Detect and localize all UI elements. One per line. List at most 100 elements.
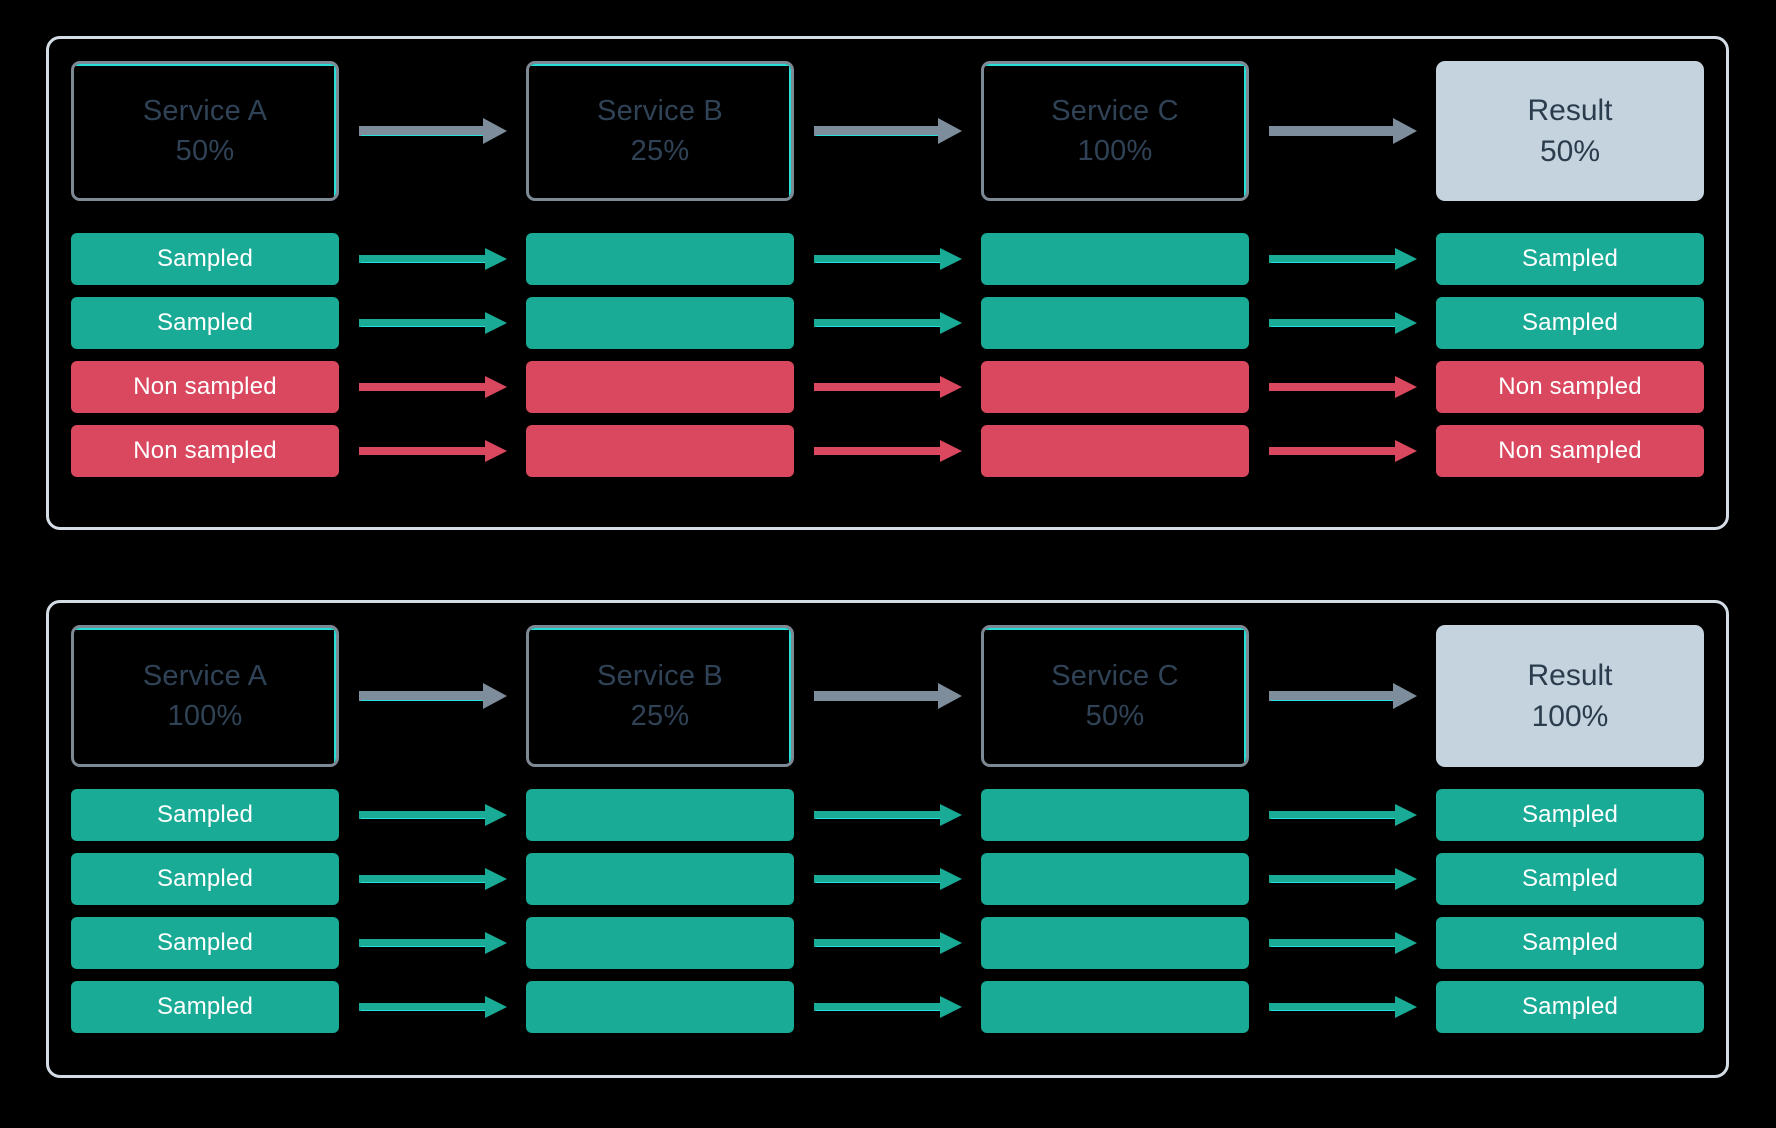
trace-bar[interactable]: Sampled (1436, 917, 1704, 969)
trace-bar-label: Sampled (1521, 929, 1619, 956)
service-name: Service C (1051, 94, 1179, 127)
arrow-head (939, 868, 962, 890)
trace-bar[interactable] (981, 917, 1249, 969)
service-box-c[interactable]: Service C 50% (981, 625, 1249, 767)
arrow-right-icon (813, 440, 962, 462)
arrow-right-icon (813, 248, 962, 270)
service-box-a[interactable]: Service A 100% (71, 625, 339, 767)
result-box[interactable]: Result 50% (1436, 61, 1704, 201)
arrow-right-icon (1268, 804, 1417, 826)
arrow-right-icon (358, 868, 507, 890)
trace-bar[interactable] (526, 789, 794, 841)
arrow-accent-line (360, 262, 485, 263)
row-spacer (71, 285, 1704, 297)
arrow-right-icon (813, 376, 962, 398)
trace-cell (526, 233, 794, 285)
arrow-shaft (813, 811, 940, 819)
row-spacer (71, 841, 1704, 853)
service-percent: 50% (1085, 700, 1145, 732)
trace-bar[interactable]: Sampled (71, 853, 339, 905)
trace-row: Sampled (71, 853, 1704, 905)
arrow-shaft (358, 126, 485, 136)
arrow-right-icon (358, 440, 507, 462)
trace-bar[interactable] (981, 853, 1249, 905)
trace-bar-label: Non sampled (133, 437, 277, 464)
arrow-shaft (358, 939, 485, 947)
trace-bar[interactable]: Sampled (1436, 789, 1704, 841)
trace-bar[interactable] (526, 233, 794, 285)
arrow-cell-a-b (339, 625, 526, 767)
service-box-b[interactable]: Service B 25% (526, 61, 794, 201)
trace-bar[interactable]: Non sampled (71, 425, 339, 477)
trace-cell (526, 981, 794, 1033)
arrow-head (484, 868, 507, 890)
trace-bar[interactable]: Sampled (1436, 853, 1704, 905)
trace-arrow-cell (1249, 297, 1436, 349)
trace-bar[interactable] (526, 981, 794, 1033)
trace-arrow-cell (794, 425, 981, 477)
trace-cell (981, 917, 1249, 969)
service-name: Service A (142, 94, 268, 127)
trace-bar-label: Sampled (156, 245, 254, 272)
trace-cell (526, 789, 794, 841)
arrow-right-icon (1268, 312, 1417, 334)
panel-bottom: Service A 100% Service B 25% (46, 600, 1729, 1078)
trace-bar[interactable] (526, 853, 794, 905)
result-name: Result (1527, 93, 1613, 127)
arrow-accent-line (360, 1010, 485, 1011)
arrow-head (482, 683, 507, 709)
trace-bar[interactable]: Sampled (1436, 981, 1704, 1033)
trace-bar[interactable]: Sampled (1436, 233, 1704, 285)
trace-bar[interactable] (981, 297, 1249, 349)
trace-cell (981, 233, 1249, 285)
arrow-accent-line (815, 946, 940, 947)
arrow-accent-line (360, 818, 485, 819)
service-box-b[interactable]: Service B 25% (526, 625, 794, 767)
trace-bar[interactable]: Non sampled (71, 361, 339, 413)
service-row: Service A 100% Service B 25% (71, 625, 1704, 767)
arrow-accent-line (360, 326, 485, 327)
arrow-accent-line (1270, 882, 1395, 883)
arrow-right-icon (813, 932, 962, 954)
trace-cell: Sampled (71, 853, 339, 905)
trace-arrow-cell (1249, 981, 1436, 1033)
arrow-right-icon (1268, 118, 1417, 144)
arrow-right-icon (813, 683, 962, 709)
trace-bar[interactable] (981, 361, 1249, 413)
trace-bar[interactable]: Sampled (1436, 297, 1704, 349)
arrow-head (484, 996, 507, 1018)
trace-arrow-cell (339, 361, 526, 413)
trace-bar[interactable]: Non sampled (1436, 425, 1704, 477)
trace-bar[interactable] (526, 361, 794, 413)
trace-bar[interactable] (526, 425, 794, 477)
arrow-head (937, 683, 962, 709)
trace-bar[interactable] (526, 297, 794, 349)
trace-arrow-cell (339, 789, 526, 841)
trace-bar[interactable]: Sampled (71, 297, 339, 349)
trace-bar[interactable] (981, 981, 1249, 1033)
trace-bar[interactable] (981, 789, 1249, 841)
trace-arrow-cell (1249, 789, 1436, 841)
result-box[interactable]: Result 100% (1436, 625, 1704, 767)
result-cell: Result 100% (1436, 625, 1704, 767)
trace-cell: Sampled (71, 297, 339, 349)
trace-arrow-cell (339, 853, 526, 905)
trace-bar[interactable]: Sampled (71, 917, 339, 969)
trace-bar[interactable]: Non sampled (1436, 361, 1704, 413)
trace-bar[interactable]: Sampled (71, 233, 339, 285)
service-box-a[interactable]: Service A 50% (71, 61, 339, 201)
trace-arrow-cell (794, 789, 981, 841)
trace-bar[interactable] (526, 917, 794, 969)
arrow-head (484, 932, 507, 954)
trace-arrow-cell (339, 233, 526, 285)
arrow-shaft (358, 875, 485, 883)
service-box-c[interactable]: Service C 100% (981, 61, 1249, 201)
arrow-head (939, 440, 962, 462)
trace-bar[interactable] (981, 233, 1249, 285)
trace-bar-label: Sampled (1521, 309, 1619, 336)
trace-bar[interactable]: Sampled (71, 789, 339, 841)
trace-bar[interactable]: Sampled (71, 981, 339, 1033)
arrow-shaft (813, 939, 940, 947)
trace-bar[interactable] (981, 425, 1249, 477)
trace-arrow-cell (794, 297, 981, 349)
